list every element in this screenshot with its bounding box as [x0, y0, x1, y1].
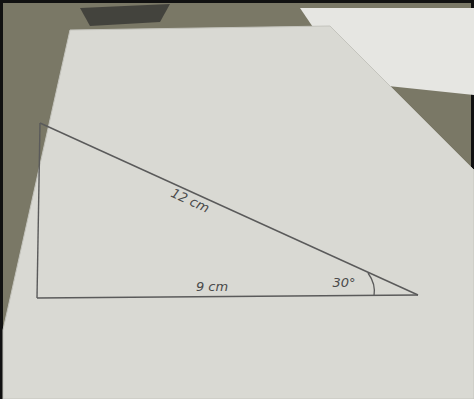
- triangle-hypotenuse: [40, 123, 418, 295]
- angle-label: 30°: [332, 276, 355, 289]
- angle-arc: [368, 273, 374, 296]
- paper-sheet: [3, 26, 474, 399]
- paper-edge: [3, 26, 474, 399]
- triangle-side: [37, 123, 40, 298]
- dark-object: [80, 4, 170, 26]
- length-label: 9 cm: [196, 280, 228, 293]
- triangle-base: [37, 295, 418, 298]
